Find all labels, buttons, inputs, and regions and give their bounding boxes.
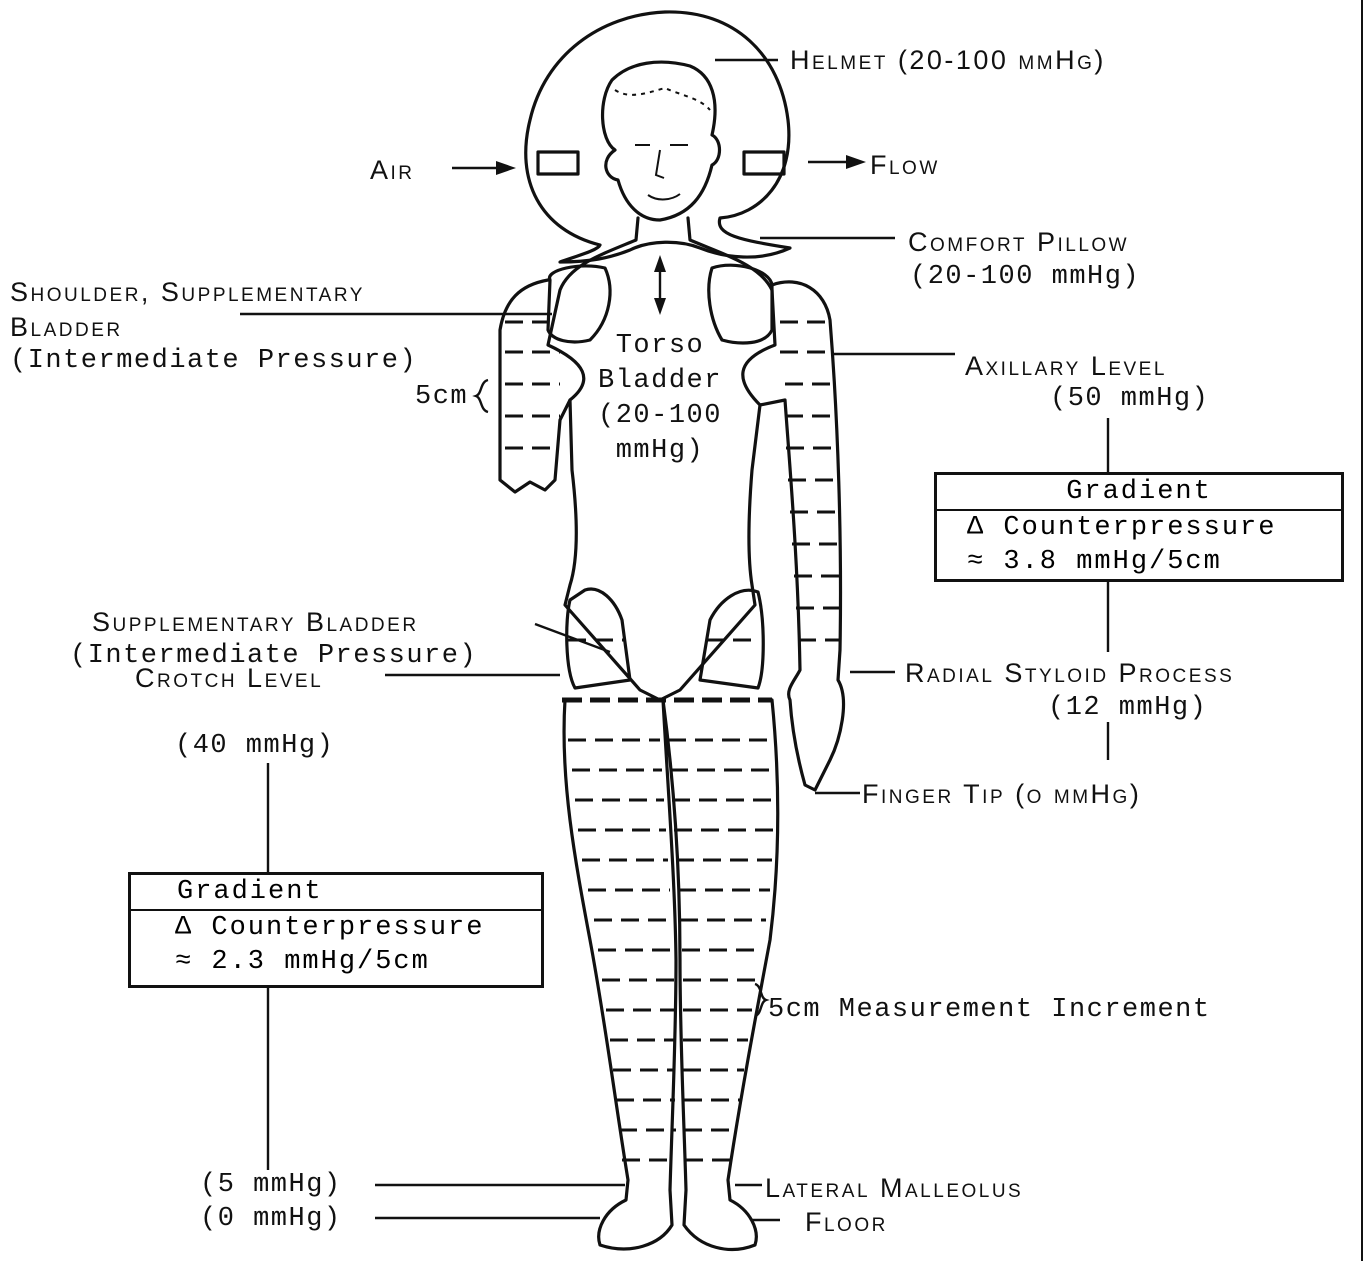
lateral-malleolus-label: Lateral Malleolus: [765, 1172, 1023, 1204]
arm-brace: [476, 380, 488, 412]
leg-gradient-line1: Δ Counterpressure: [131, 911, 541, 945]
shoulder-label-line2: Bladder: [10, 311, 123, 343]
arm-gradient-line2: ≈ 3.8 mmHg/5cm: [937, 545, 1341, 579]
supp-bladder-line1: Supplementary Bladder: [92, 606, 419, 638]
head-outline: [603, 62, 720, 220]
leg-gradient-line2: ≈ 2.3 mmHg/5cm: [131, 945, 541, 979]
torso-label-line4: mmHg): [585, 435, 735, 467]
nose: [656, 150, 664, 178]
crotch-pressure: (40 mmHg): [175, 730, 334, 762]
floor-label: Floor: [805, 1206, 888, 1238]
arm-gradient-title: Gradient: [937, 475, 1341, 511]
leg-gradient-box: Gradient Δ Counterpressure ≈ 2.3 mmHg/5c…: [128, 872, 544, 988]
arm-gradient-line1: Δ Counterpressure: [937, 511, 1341, 545]
left-arm-outline: [500, 280, 570, 492]
radial-title: Radial Styloid Process: [905, 657, 1234, 689]
radial-pressure: (12 mmHg): [1048, 692, 1207, 724]
torso-label-line3: (20-100: [585, 400, 735, 432]
shoulder-label-line1: Shoulder, Supplementary: [10, 276, 365, 308]
flow-label: Flow: [870, 149, 940, 181]
five-mmhg-label: (5 mmHg): [200, 1169, 342, 1201]
helmet-label: Helmet (20-100 mmHg): [790, 44, 1106, 76]
comfort-pillow-title: Comfort Pillow: [908, 226, 1129, 258]
arm-increment-label: 5cm: [415, 381, 468, 413]
air-arrow-head: [496, 161, 516, 175]
helmet-outline: [526, 12, 790, 262]
axillary-pressure: (50 mmHg): [1050, 383, 1209, 415]
comfort-pillow-pressure: (20-100 mmHg): [910, 261, 1140, 293]
air-label: Air: [370, 154, 415, 186]
neck-arrow-head-down: [654, 298, 666, 315]
neck-arrow-head-up: [654, 255, 666, 272]
leg-gradient-title: Gradient: [131, 875, 541, 911]
zero-mmhg-label: (0 mmHg): [200, 1203, 342, 1235]
shoulder-label-line3: (Intermediate Pressure): [10, 345, 417, 377]
torso-label-line2: Bladder: [585, 365, 735, 397]
legs-outline: [564, 700, 778, 1249]
arm-gradient-box: Gradient Δ Counterpressure ≈ 3.8 mmHg/5c…: [934, 472, 1344, 582]
supp-bladder-leader: [535, 624, 610, 652]
left-arm-bands: [505, 322, 560, 448]
mouth: [648, 194, 680, 199]
right-arm-bands: [780, 322, 840, 640]
crotch-title: Crotch Level: [135, 662, 323, 694]
air-inlet-port: [538, 152, 578, 174]
hairline: [615, 88, 710, 110]
air-outlet-port: [744, 152, 784, 174]
flow-arrow-head: [846, 155, 866, 169]
axillary-title: Axillary Level: [965, 350, 1167, 382]
torso-label-line1: Torso: [585, 330, 735, 362]
finger-tip-label: Finger Tip (o mmHg): [862, 778, 1141, 810]
measurement-increment-label: 5cm Measurement Increment: [768, 994, 1211, 1026]
